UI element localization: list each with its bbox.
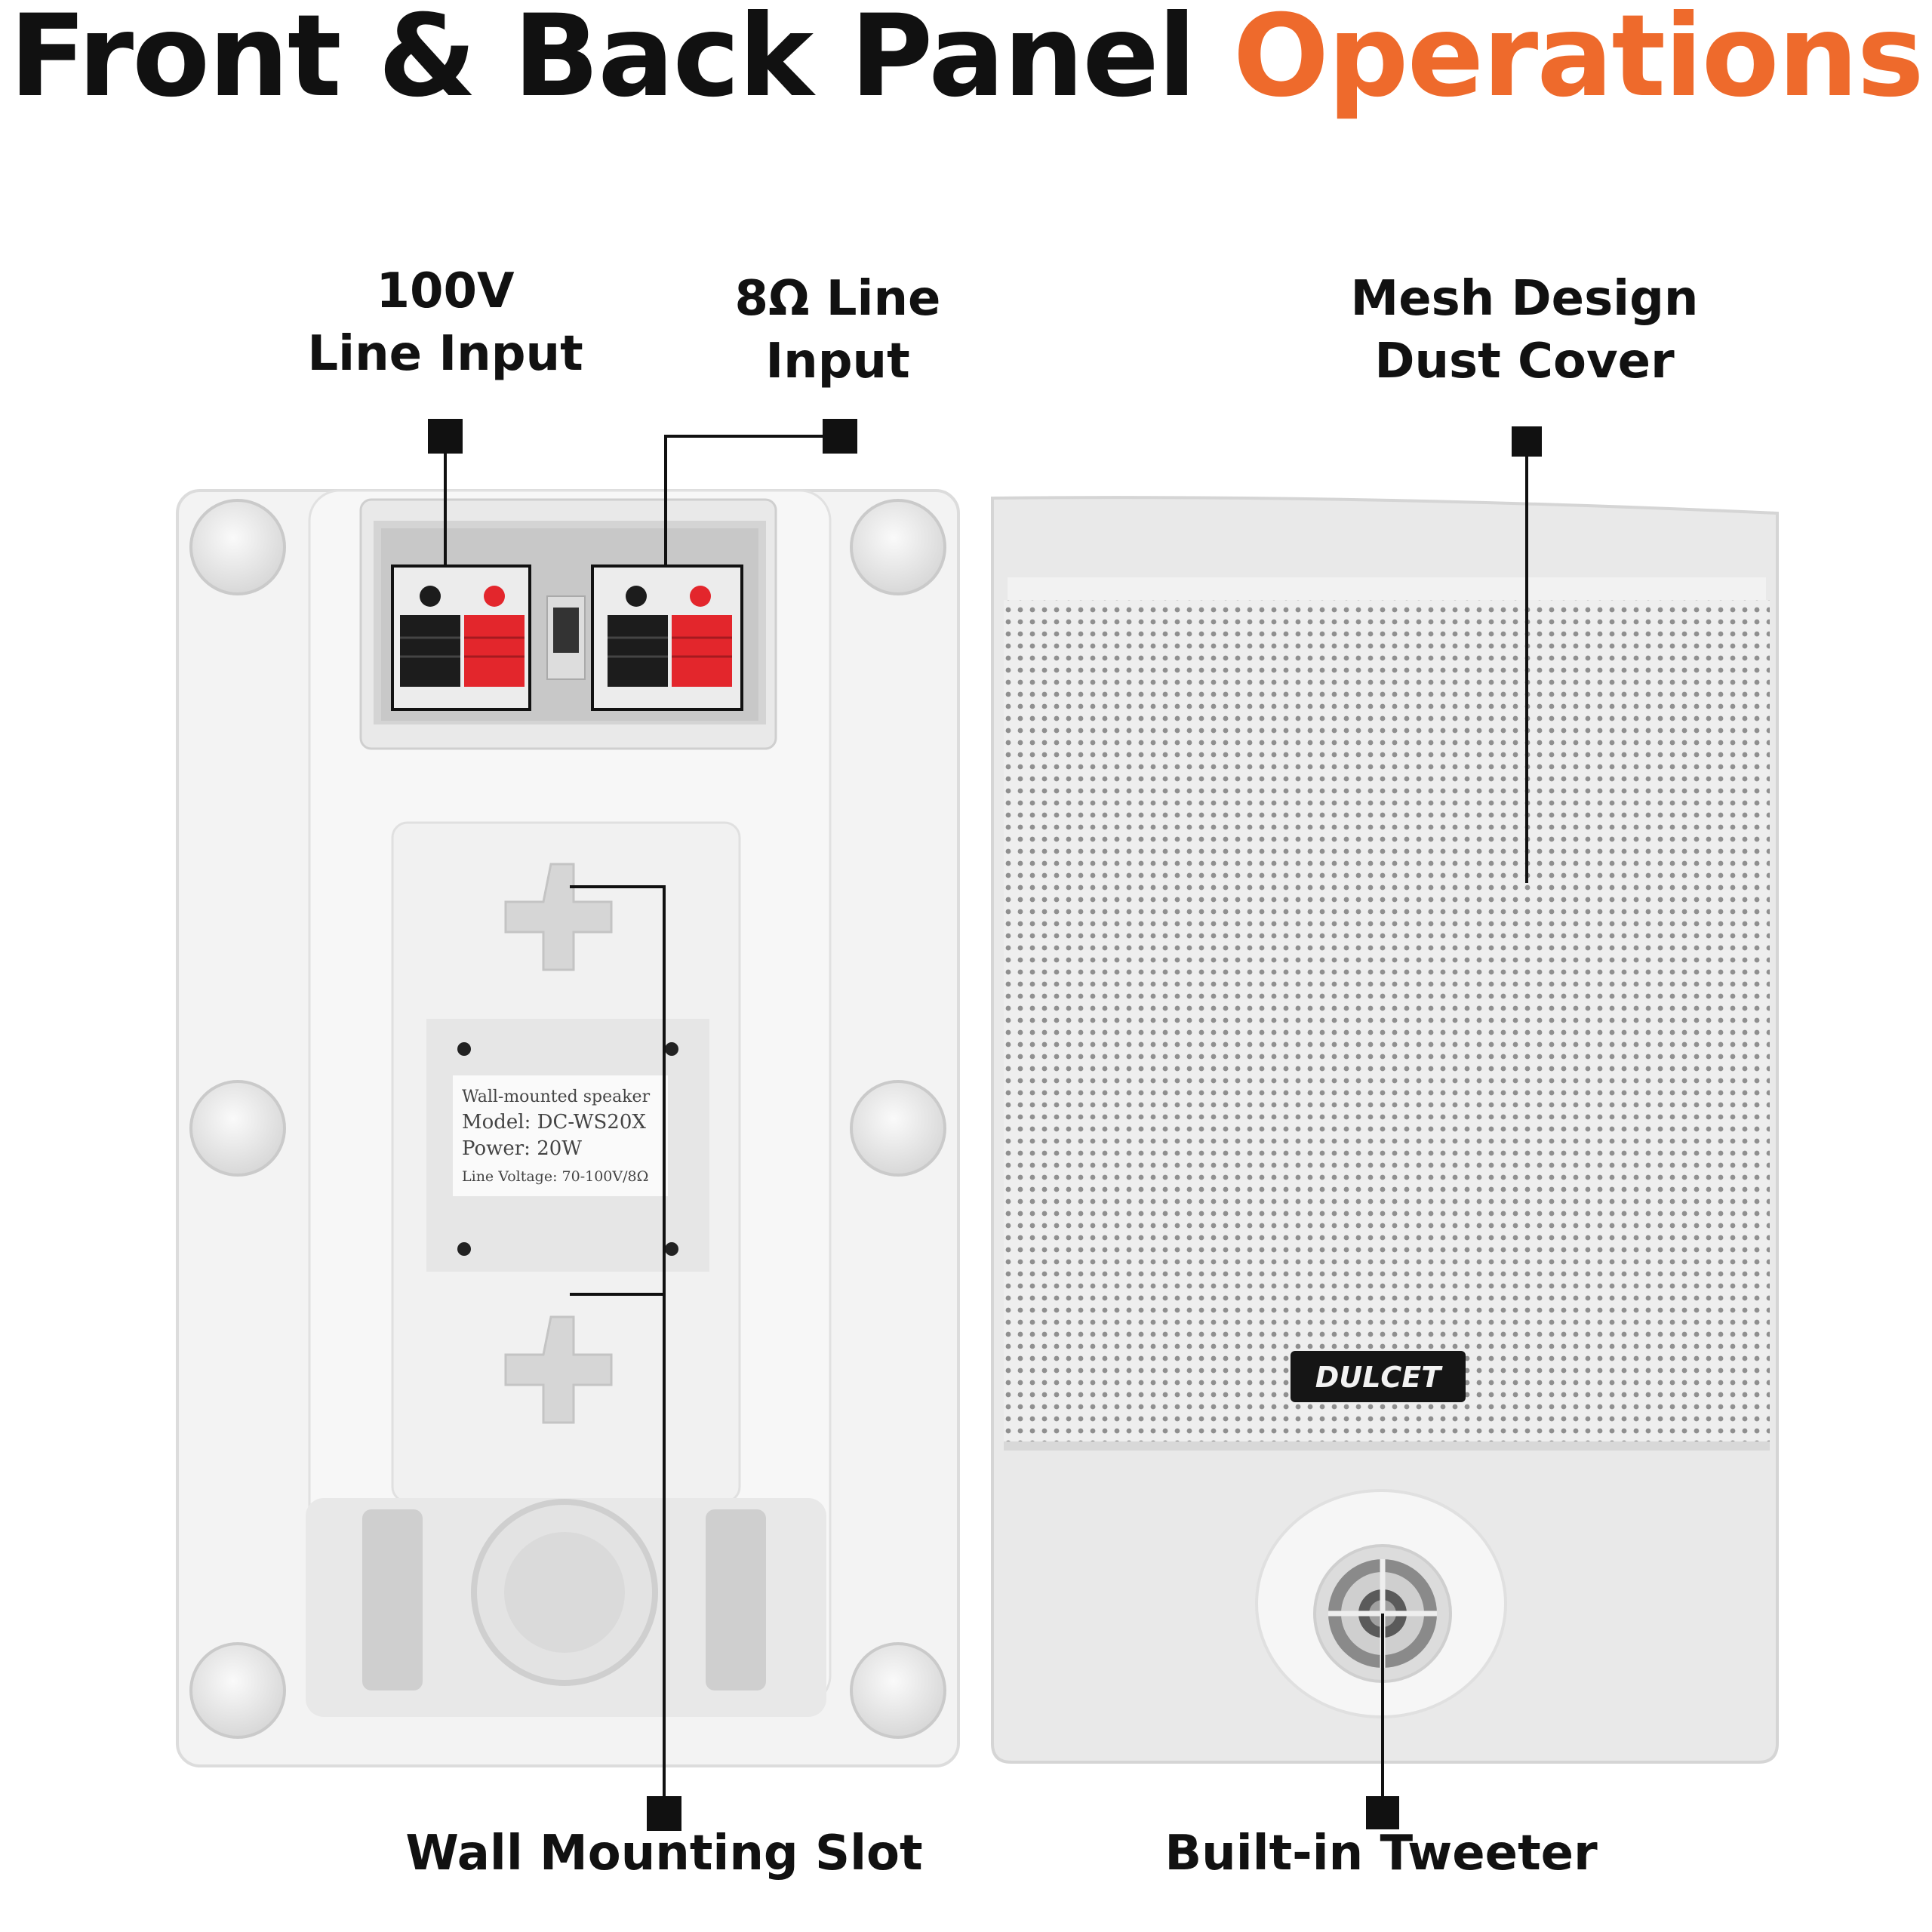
callout-built-in-tweeter: Built-in Tweeter (1164, 1826, 1598, 1881)
callout-mesh-dust-cover: Mesh Design Dust Cover (1350, 271, 1699, 390)
leader-lines (428, 419, 1542, 1831)
title-prefix: Front & Back Panel (9, 0, 1196, 122)
wall-slot-bottom (504, 1315, 613, 1424)
front-panel: DULCET (991, 496, 1779, 1764)
rubber-feet (189, 499, 946, 1739)
callout-wall-mounting-slot: Wall Mounting Slot (405, 1826, 923, 1881)
mesh-grille (1004, 600, 1770, 1441)
brand-logo-text: DULCET (1315, 1361, 1443, 1394)
page-title: Front & Back Panel Operations (0, 0, 1932, 113)
spec-label-line4: Line Voltage: 70-100V/8Ω (462, 1168, 648, 1185)
spec-label-line2: Model: DC-WS20X (462, 1111, 646, 1134)
back-panel: Wall-mounted speaker Model: DC-WS20X Pow… (176, 489, 960, 1767)
terminal-8ohm (591, 565, 743, 711)
spec-label-line3: Power: 20W (462, 1137, 582, 1160)
brand-badge: DULCET (1291, 1351, 1466, 1402)
wall-slot-top (504, 863, 613, 971)
terminal-100v (391, 565, 531, 711)
spec-label-line1: Wall-mounted speaker (462, 1088, 651, 1106)
title-accent: Operations (1232, 0, 1924, 122)
callout-8ohm-line-input: 8Ω Line Input (734, 271, 941, 390)
callout-100v-line-input: 100V Line Input (307, 263, 583, 383)
spec-label: Wall-mounted speaker Model: DC-WS20X Pow… (462, 1088, 651, 1185)
